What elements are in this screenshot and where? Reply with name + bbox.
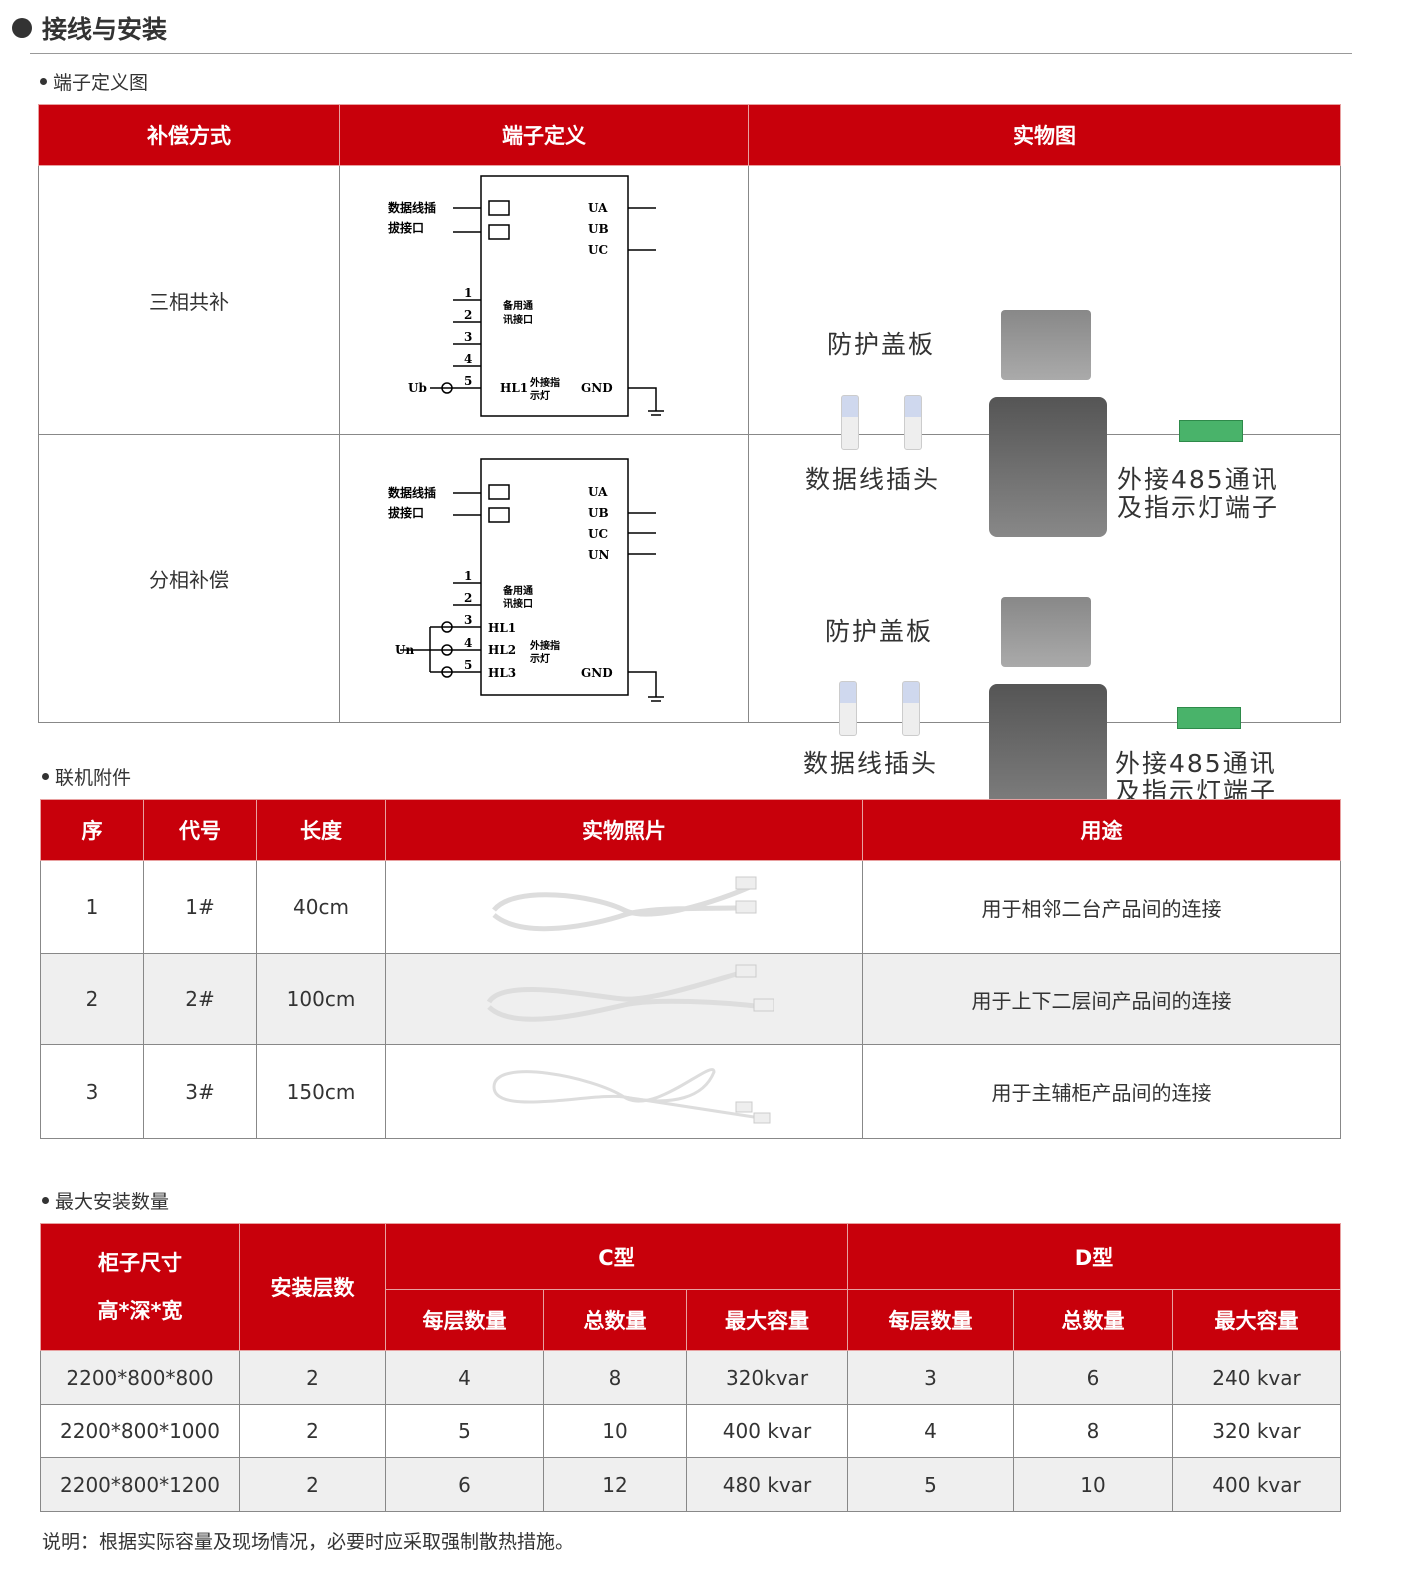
svg-text:GND: GND bbox=[581, 381, 613, 395]
divider bbox=[30, 53, 1352, 54]
svg-text:UA: UA bbox=[588, 201, 608, 215]
svg-text:示灯: 示灯 bbox=[530, 652, 550, 665]
svg-text:3: 3 bbox=[464, 613, 472, 627]
svg-text:数据线插: 数据线插 bbox=[388, 485, 436, 500]
header-size: 柜子尺寸高*深*宽 bbox=[40, 1223, 240, 1351]
svg-text:讯接口: 讯接口 bbox=[503, 597, 533, 610]
header-mode: 补偿方式 bbox=[38, 104, 340, 166]
header-c-type: C型 bbox=[384, 1223, 849, 1290]
cable-photo bbox=[385, 953, 863, 1045]
terminal-subtitle: 端子定义图 bbox=[40, 68, 148, 95]
svg-text:5: 5 bbox=[464, 658, 472, 672]
cable-photo bbox=[385, 860, 863, 954]
svg-text:UN: UN bbox=[588, 548, 609, 562]
header-layers: 安装层数 bbox=[239, 1223, 386, 1351]
svg-text:1: 1 bbox=[464, 286, 472, 300]
cable-photo bbox=[385, 1044, 863, 1139]
svg-text:UB: UB bbox=[588, 506, 609, 520]
svg-text:拔接口: 拔接口 bbox=[388, 220, 424, 235]
svg-text:拔接口: 拔接口 bbox=[388, 505, 424, 520]
footnote: 说明：根据实际容量及现场情况，必要时应采取强制散热措施。 bbox=[42, 1531, 575, 1553]
wiring-diagram: 数据线插拔接口 UA UB UC 1 2 3 4 5 备用通讯接口 HL1 外接指示灯 GN… bbox=[339, 165, 749, 435]
svg-text:2: 2 bbox=[464, 308, 472, 322]
svg-text:4: 4 bbox=[464, 352, 472, 366]
mode-cell: 分相补偿 bbox=[38, 434, 340, 723]
svg-text:外接指: 外接指 bbox=[529, 639, 560, 652]
svg-text:5: 5 bbox=[464, 374, 472, 388]
header-code: 代号 bbox=[143, 799, 257, 861]
svg-text:UA: UA bbox=[588, 485, 608, 499]
svg-text:HL1: HL1 bbox=[500, 381, 528, 395]
section-title: 接线与安装 bbox=[12, 10, 167, 46]
svg-text:UB: UB bbox=[588, 222, 609, 236]
svg-text:备用通: 备用通 bbox=[502, 299, 533, 312]
accessories-subtitle: 联机附件 bbox=[42, 763, 131, 790]
svg-text:1: 1 bbox=[464, 569, 472, 583]
svg-text:3: 3 bbox=[464, 330, 472, 344]
svg-text:HL1: HL1 bbox=[488, 621, 516, 635]
svg-text:4: 4 bbox=[464, 636, 472, 650]
svg-text:UC: UC bbox=[588, 243, 608, 257]
bullet-icon bbox=[12, 18, 32, 38]
mode-cell: 三相共补 bbox=[38, 165, 340, 435]
svg-text:外接指: 外接指 bbox=[529, 376, 560, 389]
svg-text:HL2: HL2 bbox=[488, 643, 516, 657]
svg-text:Un: Un bbox=[395, 643, 414, 657]
header-use: 用途 bbox=[862, 799, 1341, 861]
svg-text:示灯: 示灯 bbox=[530, 389, 550, 402]
header-definition: 端子定义 bbox=[339, 104, 749, 166]
svg-text:讯接口: 讯接口 bbox=[503, 313, 533, 326]
header-photo: 实物照片 bbox=[385, 799, 863, 861]
header-length: 长度 bbox=[256, 799, 386, 861]
header-d-type: D型 bbox=[847, 1223, 1342, 1290]
svg-text:UC: UC bbox=[588, 527, 608, 541]
header-photo: 实物图 bbox=[748, 104, 1341, 166]
svg-text:数据线插: 数据线插 bbox=[388, 200, 436, 215]
svg-text:Ub: Ub bbox=[408, 381, 427, 395]
capacity-subtitle: 最大安装数量 bbox=[42, 1187, 169, 1214]
svg-text:备用通: 备用通 bbox=[502, 584, 533, 597]
product-photo: 防护盖板 数据线插头 外接485通讯 及指示灯端子 bbox=[748, 165, 1341, 537]
svg-text:GND: GND bbox=[581, 666, 613, 680]
header-no: 序 bbox=[40, 799, 144, 861]
svg-text:HL3: HL3 bbox=[488, 666, 516, 680]
svg-text:2: 2 bbox=[464, 591, 472, 605]
